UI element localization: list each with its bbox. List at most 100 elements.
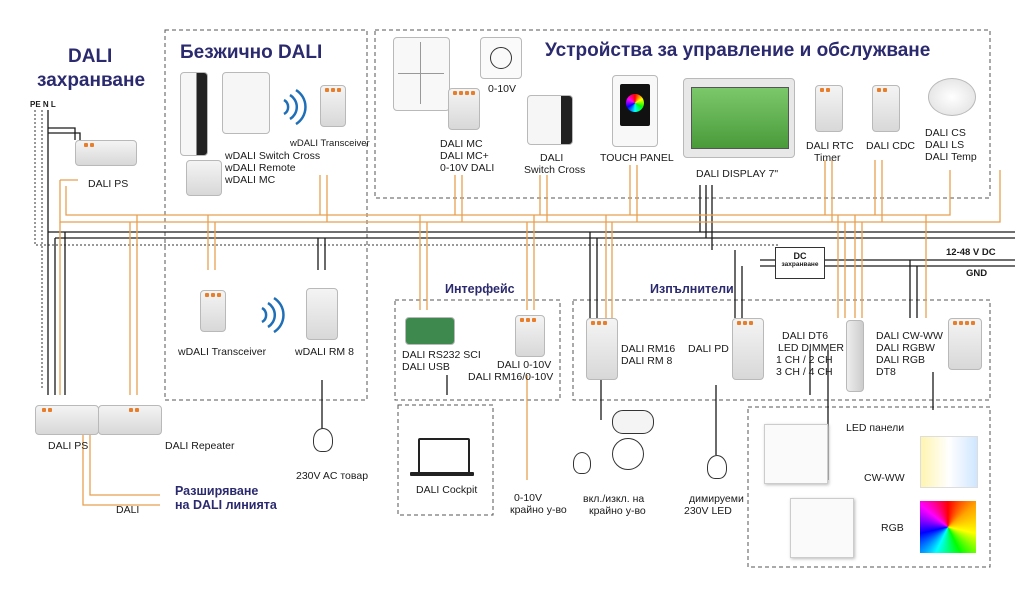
dali-rs232-device	[405, 317, 455, 345]
dali-switch-cross-label-2: Switch Cross	[524, 164, 586, 176]
dali-010v-device	[515, 315, 545, 357]
rgb-label: RGB	[881, 522, 904, 534]
dali-backup-title-2: захранване	[37, 70, 146, 91]
dali-sensor-device	[928, 78, 976, 116]
touch-panel-device	[612, 75, 658, 147]
dali-cwww-label-4: DT8	[876, 366, 896, 378]
cwww-label: CW-WW	[864, 472, 905, 484]
dali-rs232-label-1: DALI RS232 SCI	[402, 349, 481, 361]
dali-mc-label-2: DALI MC+	[440, 150, 489, 162]
wdali-rm8-device	[306, 288, 338, 340]
dali-cdc-label: DALI CDC	[866, 140, 916, 152]
mains-pe	[34, 110, 780, 246]
dali-010v-label-1: DALI 0-10V	[497, 359, 552, 371]
touch-panel-label: TOUCH PANEL	[600, 152, 674, 164]
wdali-transceiver-mid-device	[200, 290, 226, 332]
led-panels-label: LED панели	[846, 422, 905, 434]
dali-switch-cross-device	[527, 95, 573, 145]
dali-cwww-label-1: DALI CW-WW	[876, 330, 943, 342]
laptop-base-icon	[410, 472, 474, 476]
dali-cwww-label-2: DALI RGBW	[876, 342, 935, 354]
dali-rs232-label-2: DALI USB	[402, 361, 450, 373]
dali-010v-label-2: DALI RM16/0-10V	[468, 371, 554, 383]
laptop-icon	[418, 438, 470, 474]
wdali-group-label-3: wDALI MC	[225, 174, 276, 186]
control-title: Устройства за управление и обслужване	[545, 40, 931, 61]
dali-rm16-label-1: DALI RM16	[621, 343, 676, 355]
dali-ps-bottom-label: DALI PS	[48, 440, 89, 452]
frame-actuators	[572, 299, 991, 401]
dali-display-device	[683, 78, 795, 158]
dali-mc-device	[448, 88, 480, 130]
wdali-transceiver-top-label: wDALI Transceiver	[290, 138, 370, 149]
extension-label-1: Разширяване	[175, 484, 259, 498]
actuators-title: Изпълнители	[650, 282, 734, 296]
mains-label: PE N L	[30, 100, 56, 109]
dali-sensor-label-3: DALI Temp	[925, 151, 977, 163]
led-panel-2	[790, 498, 854, 558]
rgb-panel-icon	[920, 501, 976, 553]
dali-ps-bottom-device	[35, 405, 99, 435]
cwww-panel-icon	[920, 436, 978, 488]
dali-repeater-label: DALI Repeater	[165, 440, 235, 452]
dali-mc-label-3: 0-10V DALI	[440, 162, 495, 174]
dc-box-line1: DC	[793, 251, 807, 261]
frame-led-panels	[747, 406, 991, 568]
dali-ps-top-device	[75, 140, 137, 166]
dali-ps-top-label: DALI PS	[88, 178, 129, 190]
gnd-label: GND	[966, 268, 988, 279]
dali-backup-title-1: DALI	[68, 46, 113, 67]
dali-switch-cross-label-1: DALI	[540, 152, 564, 164]
dali-display-label: DALI DISPLAY 7"	[696, 168, 779, 180]
dc-voltage-label: 12-48 V DC	[946, 247, 996, 258]
wdali-transceiver-top-device	[320, 85, 346, 127]
wdali-rm8-label: wDALI RM 8	[295, 346, 354, 358]
dali-cwww-device	[948, 318, 982, 370]
wifi-icon-mid	[261, 296, 285, 334]
wdali-remote-device	[180, 72, 208, 156]
dimmer-knob-device	[480, 37, 522, 79]
dc-box-line2: захранване	[781, 261, 819, 268]
dali-repeater-device	[98, 405, 162, 435]
led-panel-1	[764, 424, 828, 484]
extension-label-2: на DALI линията	[175, 498, 277, 512]
dali-dt6-label-4: 3 CH / 4 CH	[776, 366, 833, 378]
dali-mc-label-1: DALI MC	[440, 138, 483, 150]
wdali-switch-cross-device	[222, 72, 270, 134]
wireless-title: Безжично DALI	[180, 42, 323, 63]
dali-cdc-device	[872, 85, 900, 132]
dali-sensor-label-1: DALI CS	[925, 127, 966, 139]
wifi-icon-top	[283, 88, 307, 126]
bulb-icon-230v	[313, 428, 333, 452]
dali-rtc-label-2: Timer	[814, 152, 841, 164]
dc-power-box: DC захранване	[775, 247, 825, 279]
fan-icon	[612, 438, 644, 470]
dim-led-label-2: 230V LED	[684, 505, 732, 517]
bulb-icon-dimmable	[707, 455, 727, 479]
onoff-load-label-2: крайно у-во	[589, 505, 646, 517]
wdali-transceiver-mid-label: wDALI Transceiver	[178, 346, 267, 358]
dali-cwww-label-3: DALI RGB	[876, 354, 926, 366]
wdali-mc-device	[186, 160, 222, 196]
dali-rm16-label-2: DALI RM 8	[621, 355, 673, 367]
dali-dt6-device	[846, 320, 864, 392]
dali-rtc-label-1: DALI RTC	[806, 140, 854, 152]
dim-led-label-1: димируеми	[689, 493, 744, 505]
wdali-group-label-1: wDALI Switch Cross	[225, 150, 321, 162]
dali-bus-2	[59, 170, 1001, 223]
motor-icon	[612, 410, 654, 434]
frame-cockpit	[397, 404, 494, 516]
dali-cockpit-label: DALI Cockpit	[416, 484, 478, 496]
dali-line-label: DALI	[116, 504, 140, 516]
out-010v-label-2: крайно у-во	[510, 504, 567, 516]
out-010v-label-1: 0-10V	[514, 492, 543, 504]
wdali-group-label-2: wDALI Remote	[225, 162, 296, 174]
load-230v-label: 230V AC товар	[296, 470, 369, 482]
dali-sensor-label-2: DALI LS	[925, 139, 965, 151]
dali-rtc-device	[815, 85, 843, 132]
interface-title: Интерфейс	[445, 282, 515, 296]
dali-dt6-label-2: LED DIMMER	[778, 342, 844, 354]
dali-dt6-label-1: DALI DT6	[782, 330, 829, 342]
